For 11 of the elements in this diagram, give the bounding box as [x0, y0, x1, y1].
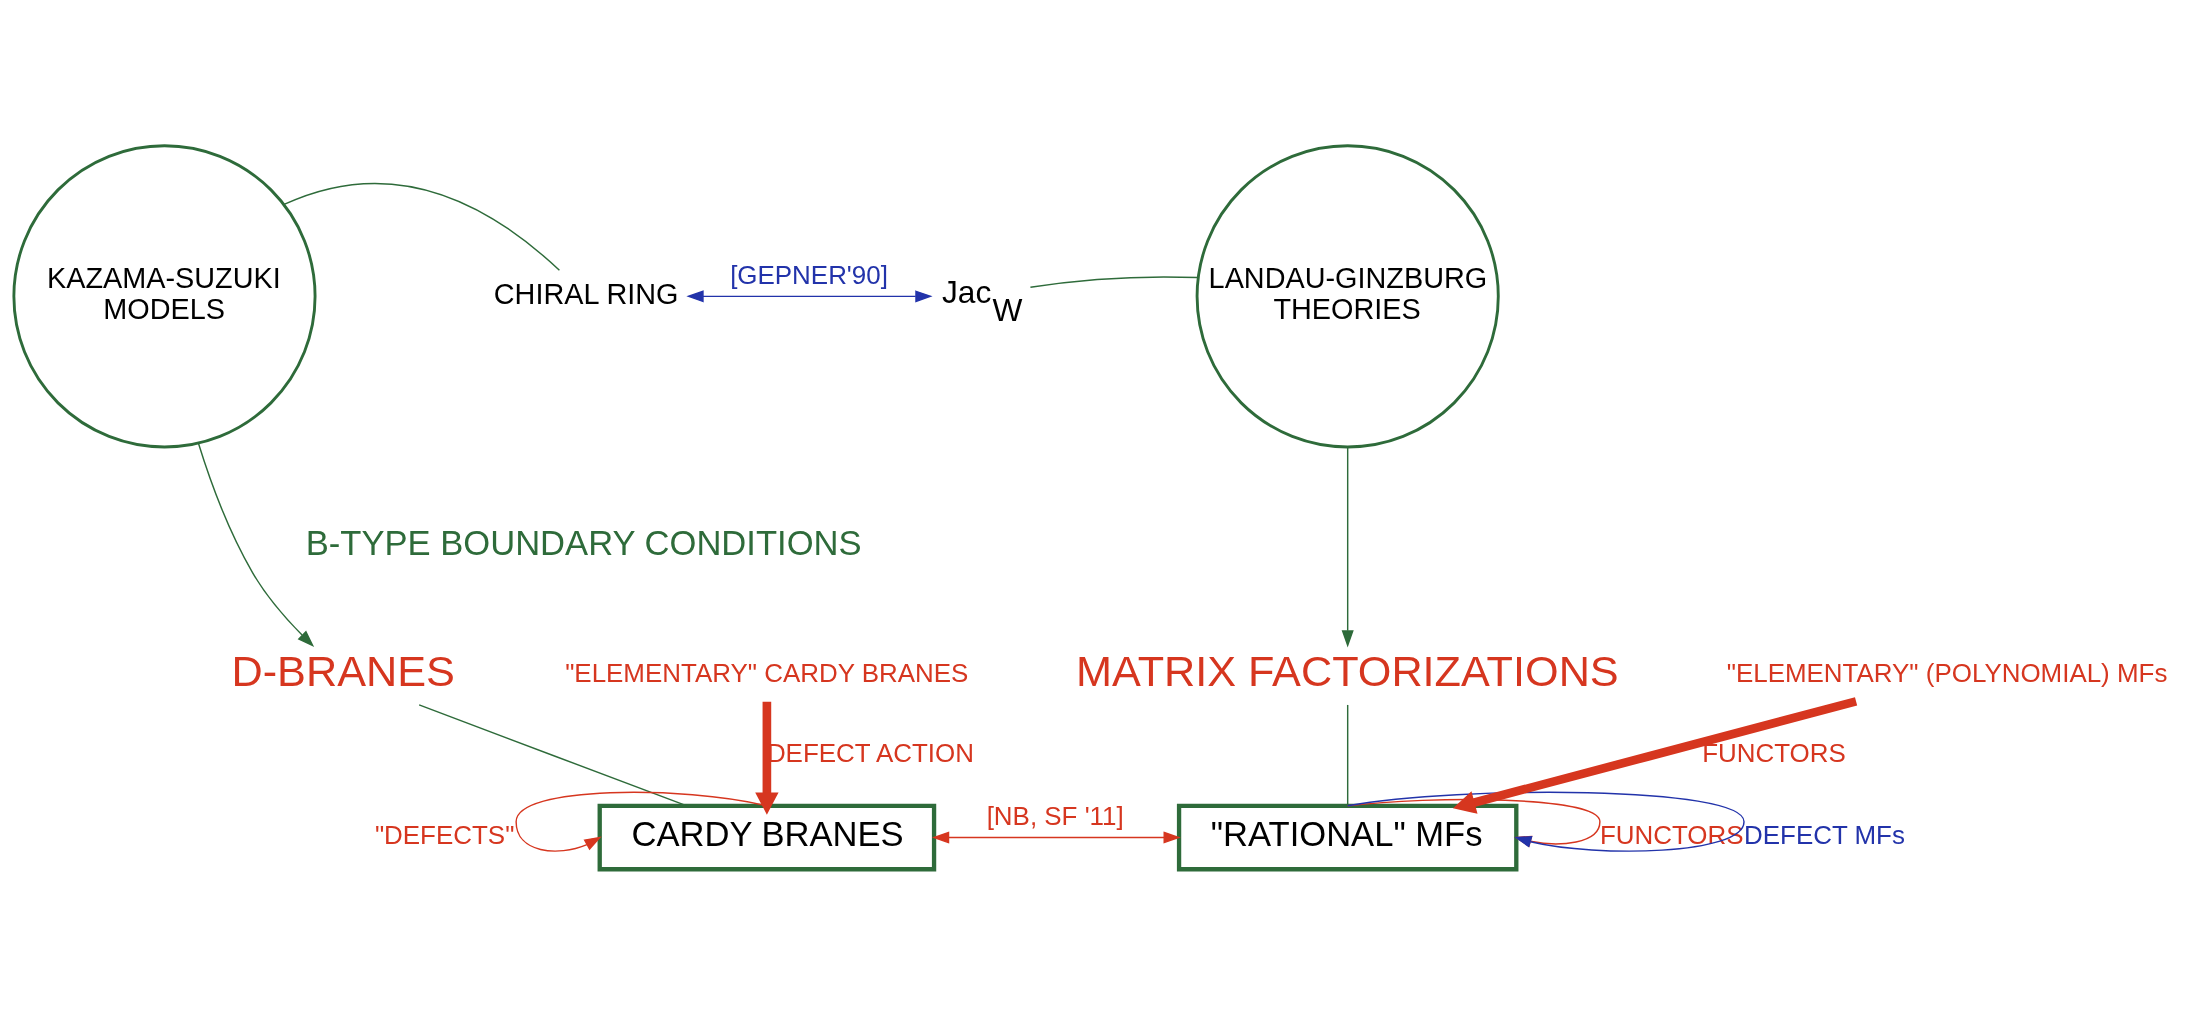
node-text: CHIRAL RING	[493, 277, 679, 310]
edge-label: [GEPNER'90]	[730, 260, 888, 289]
node-text: "ELEMENTARY" CARDY BRANES	[565, 658, 969, 687]
node-text: MATRIX FACTORIZATIONS	[1076, 647, 1619, 696]
edge-label: FUNCTORS	[1702, 738, 1846, 767]
node-text: "ELEMENTARY" (POLYNOMIAL) MFs	[1726, 658, 2168, 687]
node-text: D-BRANES	[231, 647, 455, 696]
edge-label: "DEFECTS"	[374, 820, 515, 849]
edge-label: [NB, SF '11]	[986, 802, 1124, 831]
edge-label: DEFECT MFs	[1744, 820, 1905, 849]
label: B-TYPE BOUNDARY CONDITIONS	[305, 524, 862, 563]
